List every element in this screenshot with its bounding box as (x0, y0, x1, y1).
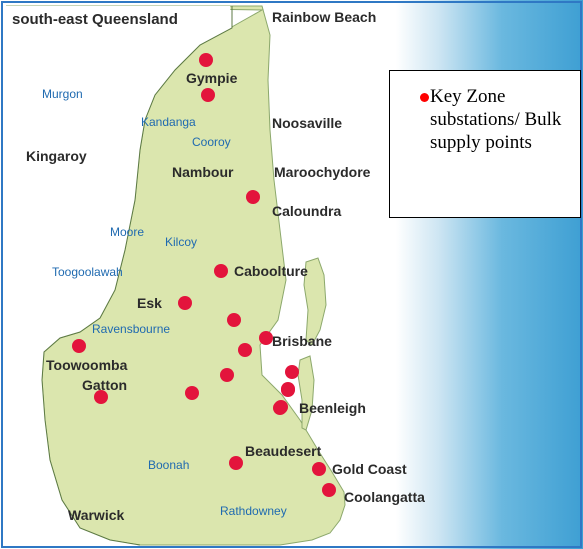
substation-marker (72, 339, 86, 353)
place-label-toowoomba: Toowoomba (46, 357, 128, 373)
substation-marker (199, 53, 213, 67)
place-label-noosaville: Noosaville (272, 115, 342, 131)
place-label-boonah: Boonah (148, 458, 189, 472)
place-label-gold-coast: Gold Coast (332, 461, 407, 477)
substation-markers (72, 53, 336, 497)
moreton-island (303, 257, 327, 346)
western-white (6, 6, 232, 545)
place-label-rathdowney: Rathdowney (220, 504, 287, 518)
substation-marker (322, 483, 336, 497)
substation-marker (94, 390, 108, 404)
place-label-kingaroy: Kingaroy (26, 148, 87, 164)
place-label-toogoolawah: Toogoolawah (52, 265, 123, 279)
substation-marker (259, 331, 273, 345)
place-label-gympie: Gympie (186, 70, 238, 86)
place-label-warwick: Warwick (68, 507, 124, 523)
legend-marker-icon (420, 93, 429, 102)
substation-marker (220, 368, 234, 382)
place-label-ravensbourne: Ravensbourne (92, 322, 170, 336)
place-label-brisbane: Brisbane (272, 333, 332, 349)
region-title: south-east Queensland (12, 11, 178, 28)
place-label-kilcoy: Kilcoy (165, 235, 197, 249)
place-label-maroochydore: Maroochydore (274, 164, 371, 180)
substation-marker (178, 296, 192, 310)
place-label-esk: Esk (137, 295, 162, 311)
substation-marker (238, 343, 252, 357)
substation-marker (312, 462, 326, 476)
place-label-kandanga: Kandanga (141, 115, 196, 129)
substation-marker (227, 313, 241, 327)
place-label-caboolture: Caboolture (234, 263, 308, 279)
place-label-caloundra: Caloundra (272, 203, 341, 219)
stradbroke-island (297, 355, 315, 431)
substation-marker (281, 382, 295, 396)
legend: Key Zone substations/ Bulk supply points (389, 70, 581, 218)
substation-marker (229, 456, 243, 470)
place-label-beaudesert: Beaudesert (245, 443, 322, 459)
place-label-murgon: Murgon (42, 87, 83, 101)
substation-marker (274, 400, 288, 414)
place-label-cooroy: Cooroy (192, 135, 231, 149)
place-label-nambour: Nambour (172, 164, 234, 180)
place-label-coolangatta: Coolangatta (344, 489, 425, 505)
place-label-rainbow-beach: Rainbow Beach (272, 9, 376, 25)
place-label-moore: Moore (110, 225, 144, 239)
substation-marker (246, 190, 260, 204)
substation-marker (201, 88, 215, 102)
legend-text: Key Zone substations/ Bulk supply points (430, 86, 562, 153)
place-label-gatton: Gatton (82, 377, 127, 393)
place-label-beenleigh: Beenleigh (299, 400, 366, 416)
place-labels: Rainbow BeachGympieMurgonKandangaCooroyN… (26, 9, 425, 523)
substation-marker (214, 264, 228, 278)
substation-marker (185, 386, 199, 400)
substation-marker (285, 365, 299, 379)
range-outline (41, 6, 233, 546)
